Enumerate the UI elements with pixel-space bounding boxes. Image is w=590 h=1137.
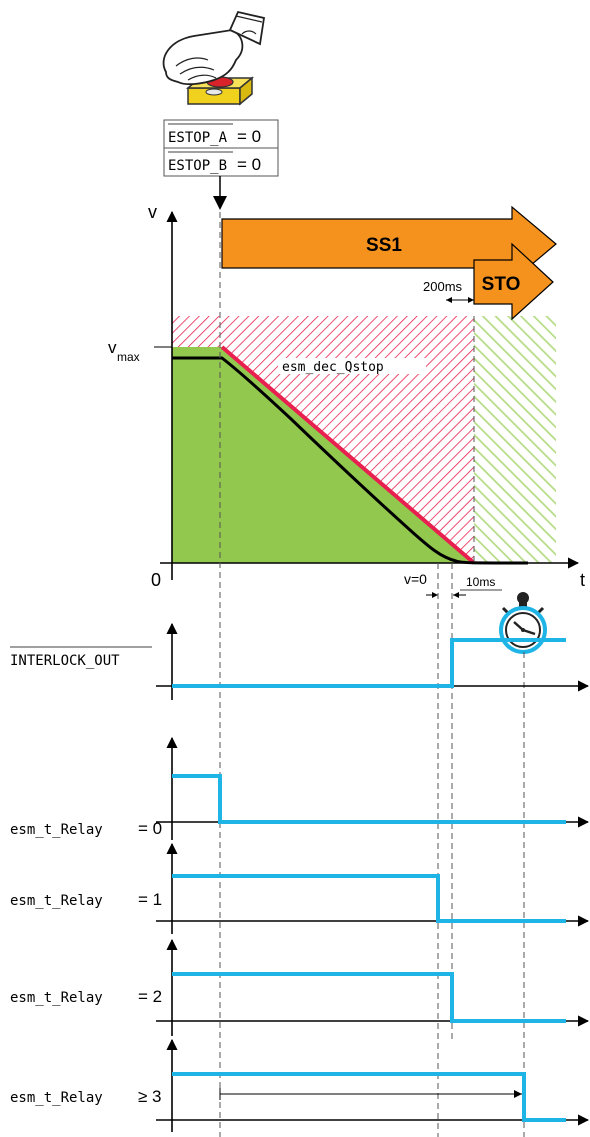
v-zero-label: v=0 <box>404 571 427 587</box>
signal-trace <box>172 1072 566 1122</box>
sto-hatch <box>474 316 556 563</box>
velocity-curve <box>172 356 529 565</box>
signal-row-relay-3: esm_t_Relay ≥ 3 <box>10 1038 590 1132</box>
velocity-chart: v t 0 v max esm_dec_Qstop <box>108 202 585 590</box>
hand-pressing-button-icon <box>162 10 266 106</box>
v-axis-label: v <box>148 202 157 222</box>
signal-label: esm_t_Relay <box>10 822 103 838</box>
signal-label: esm_t_Relay <box>10 1090 103 1106</box>
signal-trace <box>172 638 566 688</box>
t-axis-label: t <box>580 570 585 590</box>
signal-row-relay-2: esm_t_Relay = 2 <box>10 938 590 1036</box>
velocity-area <box>172 347 474 563</box>
ramp-label-bg <box>278 358 426 374</box>
delay-200ms-arrow-right <box>468 297 474 303</box>
estop-signal-box: ESTOP_A = 0 ESTOP_B = 0 <box>163 119 279 177</box>
signal-label: esm_t_Relay <box>10 893 103 909</box>
estop-a-eq: = 0 <box>237 127 261 146</box>
signal-trace <box>172 972 566 1023</box>
estop-b-name: ESTOP_B <box>168 158 227 174</box>
ss1-arrow: SS1 <box>221 205 557 283</box>
signal-eq: = 1 <box>138 890 162 909</box>
estop-b-eq: = 0 <box>237 155 261 174</box>
sto-label: STO <box>482 274 521 295</box>
estop-a-name: ESTOP_A <box>168 130 228 146</box>
relay-delay-arrowhead <box>514 1090 522 1098</box>
time-reference-lines <box>219 212 525 1137</box>
ramp-limit-line <box>220 345 476 565</box>
signal-eq: = 2 <box>138 987 162 1006</box>
trigger-arrowhead <box>213 196 227 210</box>
signal-row-relay-0: esm_t_Relay = 0 <box>10 736 590 840</box>
ss1-label: SS1 <box>366 235 402 256</box>
ramp-label: esm_dec_Qstop <box>282 360 384 375</box>
origin-label: 0 <box>151 570 161 590</box>
signal-label: esm_t_Relay <box>10 990 103 1006</box>
sto-arrow: STO <box>473 242 554 321</box>
signal-row-relay-1: esm_t_Relay = 1 <box>10 842 590 934</box>
delay-10ms-label: 10ms <box>466 575 495 589</box>
delay-200ms-label: 200ms <box>423 279 463 294</box>
vmax-subscript: max <box>117 350 140 364</box>
signal-label: INTERLOCK_OUT <box>10 653 120 669</box>
vmax-label: v <box>108 338 117 357</box>
signal-eq: ≥ 3 <box>138 1087 162 1106</box>
delay-10ms-arrowhead <box>453 592 459 598</box>
delay-200ms-arrow-left <box>446 297 452 303</box>
signal-eq: = 0 <box>138 819 162 838</box>
stopwatch-icon <box>499 592 547 654</box>
signal-trace <box>172 774 566 824</box>
v-zero-arrowhead <box>432 592 438 598</box>
signal-trace <box>172 874 566 923</box>
signal-row-interlock-out: INTERLOCK_OUT <box>10 622 590 700</box>
